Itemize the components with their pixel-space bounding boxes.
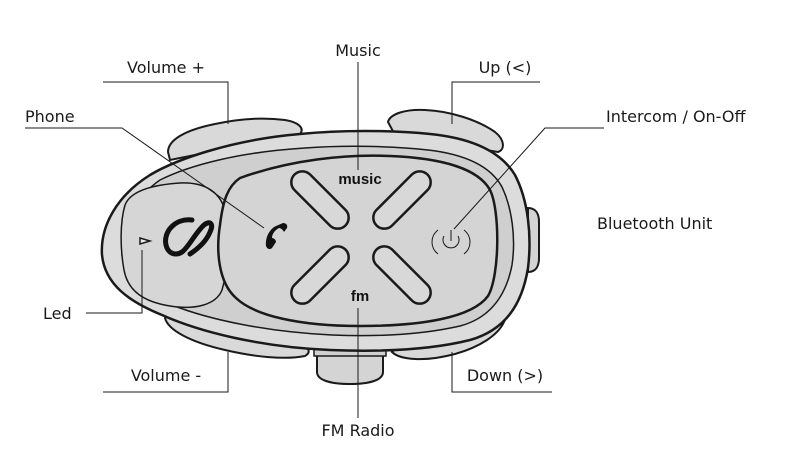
phone-handset-icon[interactable] [265, 223, 288, 250]
down-label: Down (>) [467, 366, 543, 385]
volume-plus-label: Volume + [127, 58, 205, 77]
up-right-button[interactable] [369, 167, 435, 233]
led-label: Led [43, 304, 72, 323]
down-right-button[interactable] [369, 242, 435, 308]
side-switch [527, 206, 540, 274]
brand-logo-icon [163, 217, 215, 257]
leader-lines [25, 62, 604, 418]
top-right-bumper [386, 108, 504, 154]
fm-radio-label: FM Radio [321, 421, 394, 440]
intercom-label: Intercom / On-Off [606, 107, 746, 126]
cross-buttons [287, 167, 435, 308]
led-indicator [139, 236, 153, 246]
phone-label: Phone [25, 107, 75, 126]
bluetooth-unit-label: Bluetooth Unit [597, 214, 712, 233]
fm-button-label[interactable]: fm [351, 288, 369, 305]
down-left-button[interactable] [287, 242, 353, 308]
left-face [120, 182, 229, 309]
up-left-button[interactable] [287, 167, 353, 233]
volume-minus-label: Volume - [131, 366, 201, 385]
music-button-label[interactable]: music [338, 171, 381, 188]
up-label: Up (<) [479, 58, 532, 77]
power-icon[interactable] [431, 229, 471, 255]
music-label: Music [335, 41, 381, 60]
top-left-bumper [166, 117, 303, 162]
bottom-connector [316, 349, 384, 386]
device-body [100, 108, 540, 386]
